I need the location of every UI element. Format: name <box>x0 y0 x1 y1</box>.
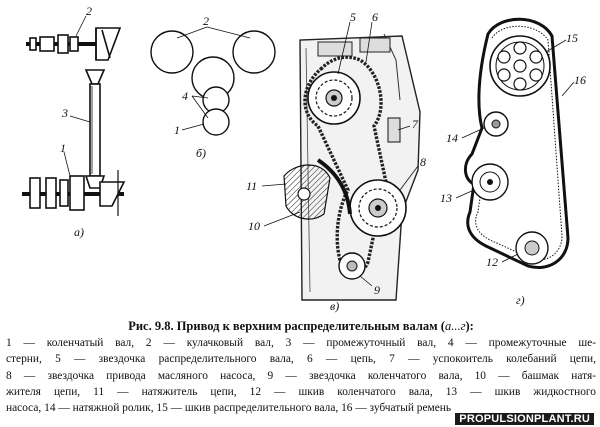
label-a-3: 3 <box>61 106 68 120</box>
subfigure-a-shaft-drive <box>22 15 126 216</box>
subfigure-d-belt-drive <box>464 17 570 269</box>
subfigure-d-label: г) <box>516 293 525 307</box>
label-b-1: 1 <box>174 123 180 137</box>
label-b-2: 2 <box>203 14 209 28</box>
subfigure-b-gear-train <box>150 30 276 136</box>
caption-line-4: жителя цепи, 11 — натяжитель цепи, 12 — … <box>6 385 596 398</box>
caption-title-prefix: Рис. 9.8. Привод к верхним распределител… <box>128 319 445 333</box>
caption-title: Рис. 9.8. Привод к верхним распределител… <box>6 318 596 334</box>
label-c-7: 7 <box>412 117 419 131</box>
subfigure-c-label: в) <box>330 299 339 313</box>
label-d-14: 14 <box>446 131 458 145</box>
caption-line-1: 1 — коленчатый вал, 2 — кулачковый вал, … <box>6 337 596 350</box>
caption-title-suffix: ): <box>465 319 474 333</box>
subfigure-a-label: а) <box>74 225 84 239</box>
subfigure-b-label: б) <box>196 146 206 160</box>
figure-diagram: 2 3 1 а) 2 4 1 б) <box>22 4 586 313</box>
label-c-9: 9 <box>374 283 380 297</box>
label-d-13: 13 <box>440 191 452 205</box>
caption-line-2: стерни, 5 — звездочка распределительного… <box>6 353 596 366</box>
label-c-8: 8 <box>420 155 426 169</box>
label-c-5: 5 <box>350 10 356 24</box>
subfigure-c-chain-drive <box>283 33 421 301</box>
caption-line-3: 8 — звездочка привода масляного насоса, … <box>6 369 596 382</box>
caption-line-5: насоса, 14 — натяжной ролик, 15 — шкив р… <box>6 402 452 415</box>
label-c-10: 10 <box>248 219 260 233</box>
label-c-6: 6 <box>372 10 378 24</box>
label-c-11: 11 <box>246 179 257 193</box>
caption-title-range: а...г <box>444 319 466 333</box>
site-watermark: PROPULSIONPLANT.RU <box>455 413 594 425</box>
figure-caption: Рис. 9.8. Привод к верхним распределител… <box>6 318 596 416</box>
label-d-15: 15 <box>566 31 578 45</box>
label-a-2: 2 <box>86 4 92 18</box>
label-d-16: 16 <box>574 73 586 87</box>
label-d-12: 12 <box>486 255 498 269</box>
label-b-4: 4 <box>182 89 188 103</box>
label-a-1: 1 <box>60 141 66 155</box>
